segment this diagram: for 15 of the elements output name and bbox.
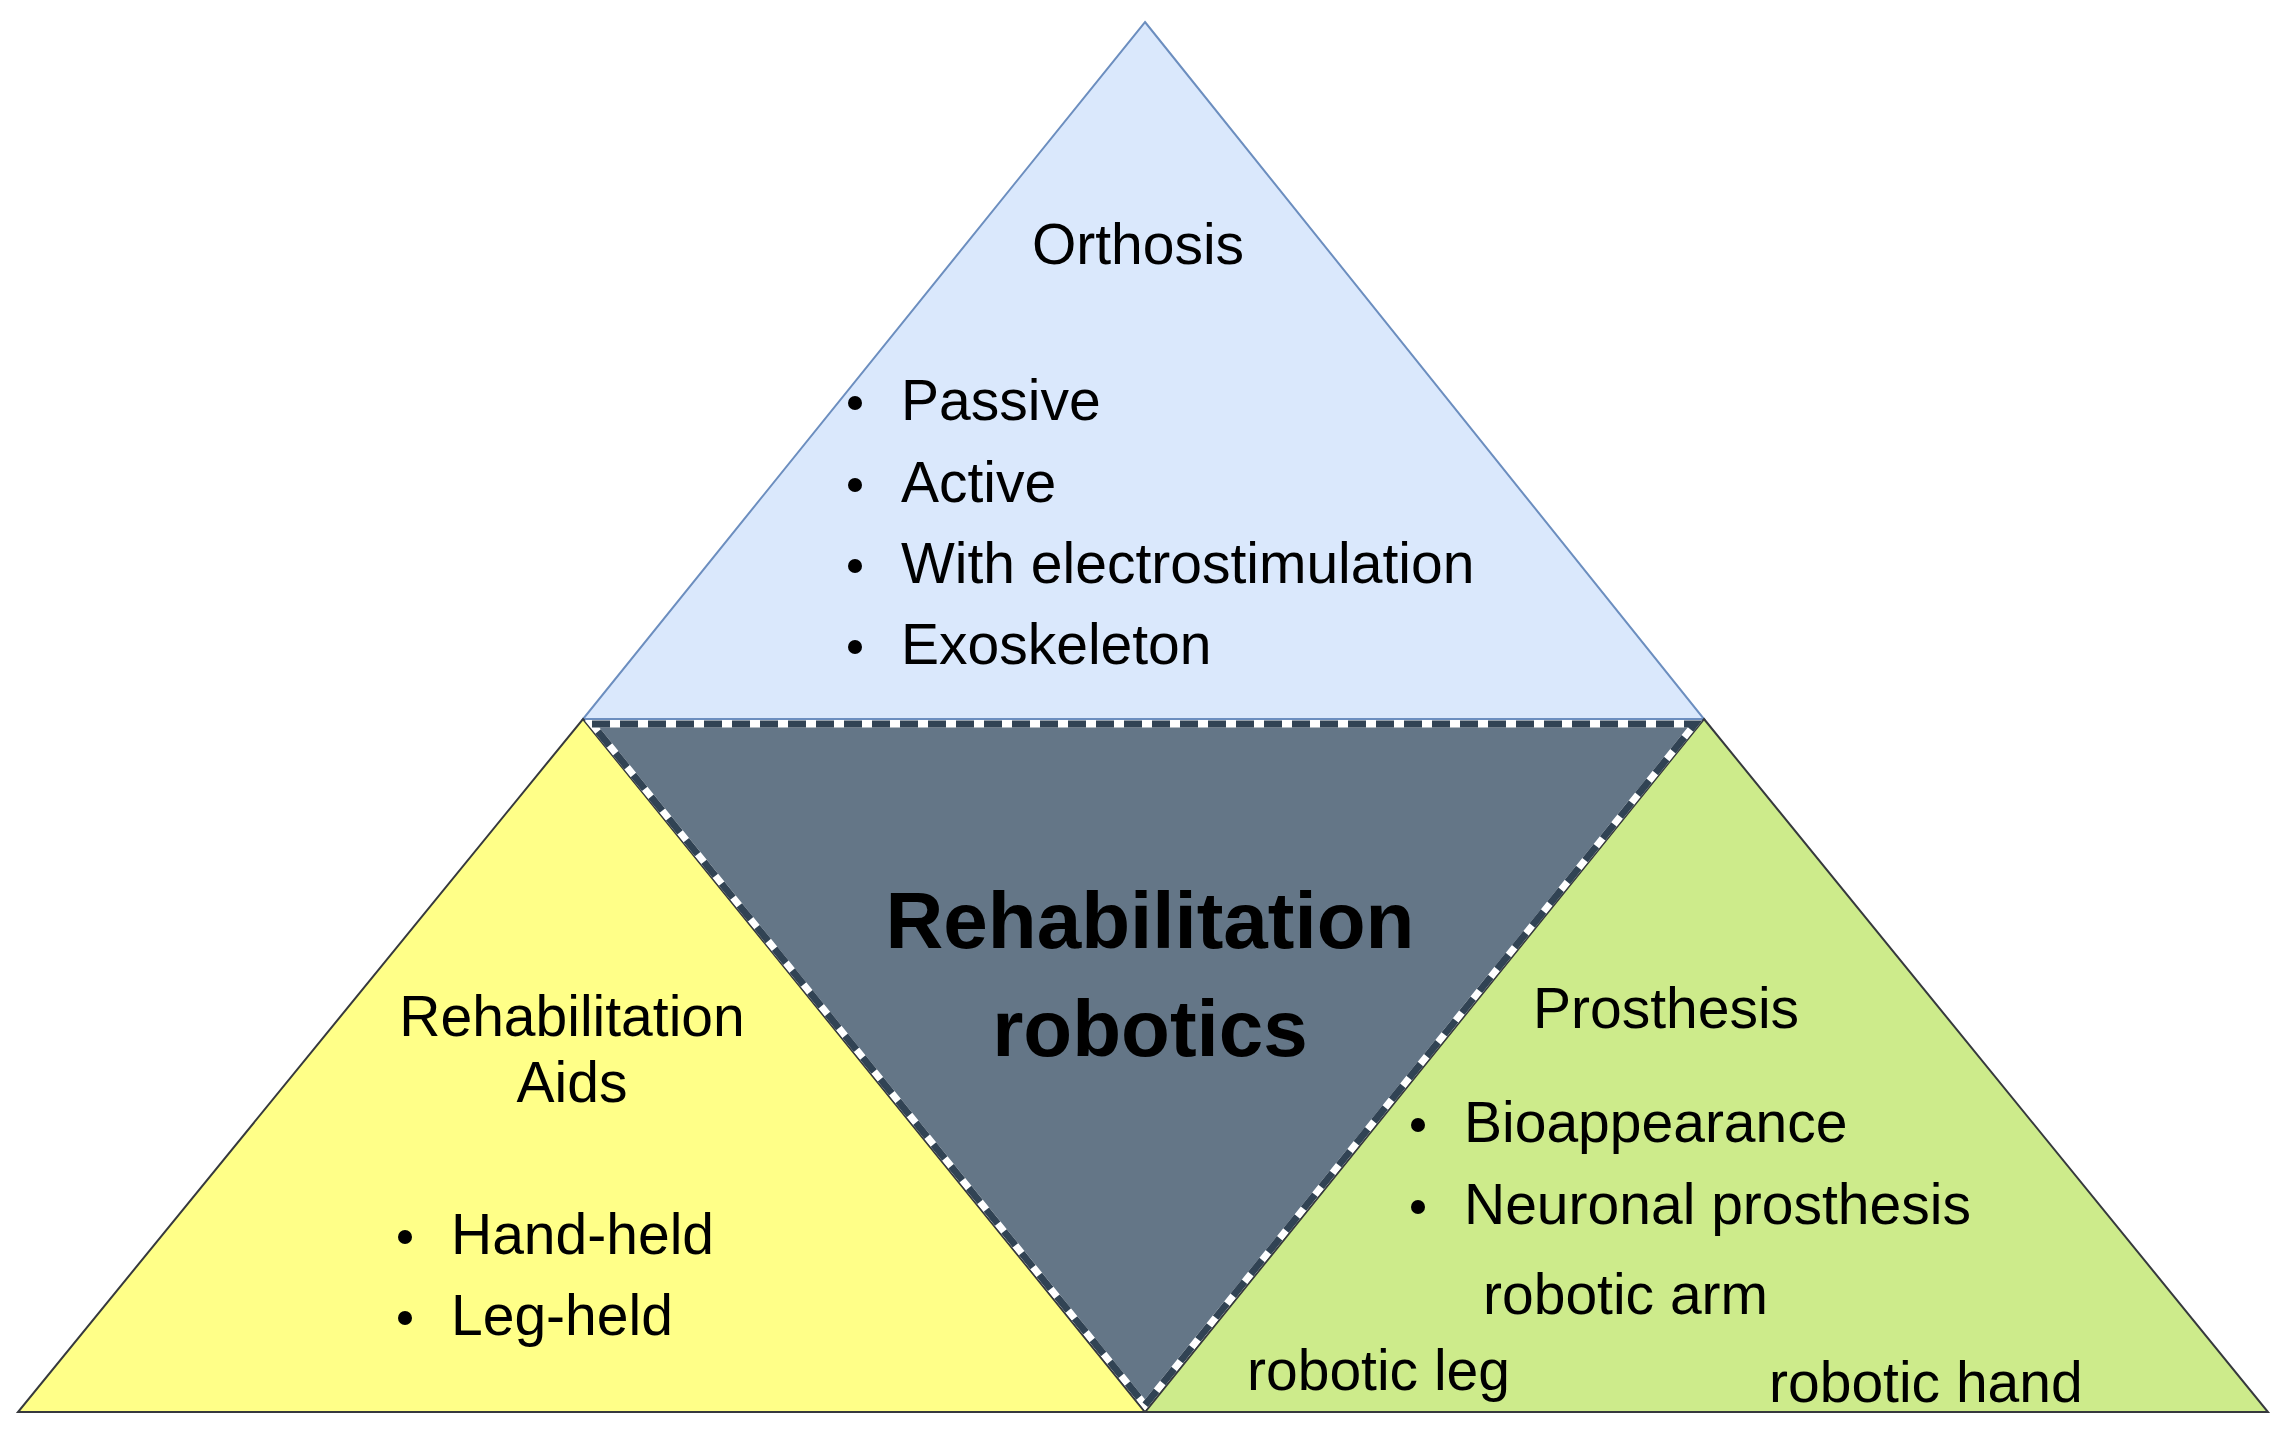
list-item: Leg-held	[451, 1283, 673, 1349]
heading: Rehabilitation Aids	[398, 984, 746, 1116]
list-item: Hand-held	[451, 1202, 714, 1268]
list-item: With electrostimulation	[901, 531, 1475, 597]
list-item: Neuronal prosthesis	[1464, 1172, 1971, 1238]
list-item: Exoskeleton	[901, 612, 1212, 678]
list-item: Active	[901, 450, 1057, 516]
list-item: Bioappearance	[1464, 1090, 1848, 1156]
text-label: robotic hand	[1769, 1350, 2083, 1416]
text-label: robotic leg	[1247, 1338, 1510, 1404]
list-item: Passive	[901, 368, 1101, 434]
text-label: robotic arm	[1483, 1262, 1769, 1328]
heading: Prosthesis	[1532, 976, 1800, 1042]
heading: Orthosis	[1031, 212, 1245, 278]
heading: Rehabilitation robotics	[884, 875, 1416, 1075]
